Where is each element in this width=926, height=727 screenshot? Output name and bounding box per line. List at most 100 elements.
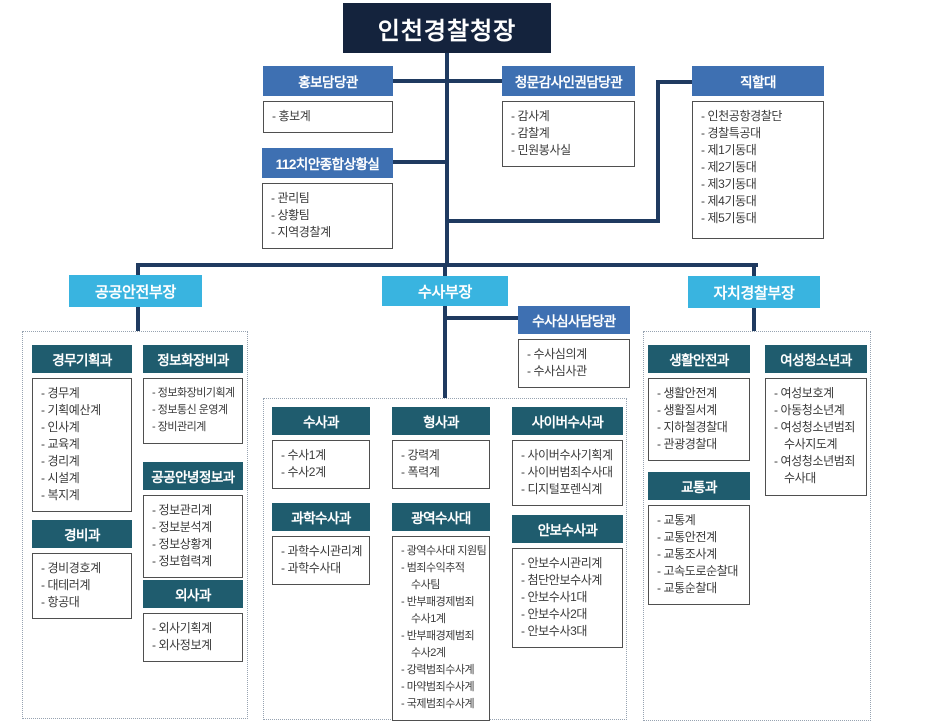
org-item: - 수사2계 bbox=[281, 465, 326, 479]
dept-admin-planning-items: - 경무계- 기획예산계- 인사계- 교육계- 경리계- 시설계- 복지계 bbox=[32, 378, 132, 512]
org-item: - 지역경찰계 bbox=[271, 225, 331, 239]
dept-ict-equipment-title: 정보화장비과 bbox=[143, 345, 243, 373]
org-item: - 시설계 bbox=[41, 471, 80, 485]
office-audit-title: 청문감사인권담당관 bbox=[502, 66, 635, 96]
connector-line bbox=[752, 308, 756, 331]
connector-line bbox=[445, 53, 449, 267]
office-direct-units-items: - 인천공항경찰단- 경찰특공대- 제1기동대- 제2기동대- 제3기동대- 제… bbox=[692, 101, 824, 239]
dept-public-order-intel: 공공안녕정보과 - 정보관리계- 정보분석계- 정보상황계- 정보협력계 bbox=[143, 462, 243, 578]
office-direct-units-title: 직할대 bbox=[692, 66, 824, 96]
org-item: - 관광경찰대 bbox=[657, 437, 717, 451]
org-item: - 교육계 bbox=[41, 437, 80, 451]
org-item: - 고속도로순찰대 bbox=[657, 564, 739, 578]
org-item: - 디지털포렌식계 bbox=[521, 482, 603, 496]
org-item: - 여성청소년범죄 수사대 bbox=[774, 454, 856, 485]
org-item: - 수사심사관 bbox=[527, 364, 587, 378]
org-item: - 광역수사대 지원팀 bbox=[401, 545, 487, 557]
dept-life-safety-title: 생활안전과 bbox=[648, 345, 750, 373]
org-item: - 관리팀 bbox=[271, 191, 310, 205]
connector-line bbox=[445, 219, 660, 223]
connector-line bbox=[443, 263, 447, 276]
connector-line bbox=[393, 79, 445, 83]
connector-line bbox=[136, 263, 140, 275]
dept-criminal-affairs-title: 형사과 bbox=[392, 407, 490, 435]
dept-investigation-title: 수사과 bbox=[272, 407, 370, 435]
org-item: - 정보화장비기획계 bbox=[152, 387, 235, 399]
org-item: - 경찰특공대 bbox=[701, 126, 761, 140]
office-112-control-center: 112치안종합상황실 - 관리팀- 상황팀- 지역경찰계 bbox=[262, 148, 393, 249]
box-police-chief: 인천경찰청장 bbox=[343, 3, 551, 53]
connector-line bbox=[660, 80, 692, 84]
org-item: - 범죄수익추적 수사팀 bbox=[401, 562, 465, 591]
org-item: - 감사계 bbox=[511, 109, 550, 123]
office-112-title: 112치안종합상황실 bbox=[262, 148, 393, 178]
dept-metro-investigation-unit: 광역수사대 - 광역수사대 지원팀- 범죄수익추적 수사팀- 반부패경제범죄 수… bbox=[392, 503, 490, 721]
dept-traffic-title: 교통과 bbox=[648, 472, 750, 500]
connector-line bbox=[136, 307, 140, 331]
org-item: - 강력범죄수사계 bbox=[401, 664, 475, 676]
office-audit-hr: 청문감사인권담당관 - 감사계- 감찰계- 민원봉사실 bbox=[502, 66, 635, 167]
dept-security-investigation-items: - 안보수시관리계- 첨단안보수사계- 안보수사1대- 안보수사2대- 안보수사… bbox=[512, 548, 623, 648]
org-item: - 생활안전계 bbox=[657, 386, 717, 400]
org-item: - 정보협력계 bbox=[152, 554, 212, 568]
bureau-investigation: 수사부장 bbox=[382, 276, 508, 306]
office-pr: 홍보담당관 - 홍보계 bbox=[263, 66, 393, 133]
org-item: - 정보관리계 bbox=[152, 503, 212, 517]
org-item: - 항공대 bbox=[41, 595, 80, 609]
org-item: - 홍보계 bbox=[272, 109, 311, 123]
org-item: - 강력계 bbox=[401, 448, 440, 462]
dept-cyber-investigation: 사이버수사과 - 사이버수사기획계 - 사이버범죄수사대 - 디지털포렌식계 bbox=[512, 407, 623, 506]
org-item: - 복지계 bbox=[41, 488, 80, 502]
org-item: - 첨단안보수사계 bbox=[521, 573, 603, 587]
dept-foreign-affairs: 외사과 - 외사기획계- 외사정보계 bbox=[143, 580, 243, 662]
office-investigation-review-title: 수사심사담당관 bbox=[518, 306, 630, 334]
dept-security-investigation: 안보수사과 - 안보수시관리계- 첨단안보수사계- 안보수사1대- 안보수사2대… bbox=[512, 515, 623, 648]
office-pr-items: - 홍보계 bbox=[263, 101, 393, 133]
bureau-autonomous-police: 자치경찰부장 bbox=[688, 276, 820, 308]
dept-criminal-affairs: 형사과 - 강력계- 폭력계 bbox=[392, 407, 490, 489]
org-item: - 사이버수사기획계 bbox=[521, 448, 613, 462]
dept-security-guard-title: 경비과 bbox=[32, 520, 132, 548]
dept-security-guard-items: - 경비경호계- 대테러계- 항공대 bbox=[32, 553, 132, 619]
org-item: - 교통안전계 bbox=[657, 530, 717, 544]
org-item: - 인천공항경찰단 bbox=[701, 109, 783, 123]
org-item: - 감찰계 bbox=[511, 126, 550, 140]
dept-ict-equipment-items: - 정보화장비기획계- 정보통신 운영계- 장비관리계 bbox=[143, 378, 243, 444]
org-item: - 과학수사대 bbox=[281, 561, 341, 575]
org-item: - 제5기동대 bbox=[701, 211, 757, 225]
org-item: - 지하철경찰대 bbox=[657, 420, 728, 434]
org-item: - 반부패경제범죄 수사2계 bbox=[401, 630, 475, 659]
org-item: - 정보통신 운영계 bbox=[152, 404, 228, 416]
dept-cyber-investigation-title: 사이버수사과 bbox=[512, 407, 623, 435]
org-item: - 제1기동대 bbox=[701, 143, 757, 157]
connector-line bbox=[656, 80, 660, 223]
org-item: - 외사기획계 bbox=[152, 621, 212, 635]
org-item: - 안보수사3대 bbox=[521, 624, 588, 638]
org-item: - 반부패경제범죄 수사1계 bbox=[401, 596, 475, 625]
dept-public-order-intel-title: 공공안녕정보과 bbox=[143, 462, 243, 490]
org-item: - 교통조사계 bbox=[657, 547, 717, 561]
dept-public-order-intel-items: - 정보관리계- 정보분석계- 정보상황계- 정보협력계 bbox=[143, 495, 243, 578]
connector-line bbox=[752, 263, 756, 276]
org-item: - 사이버범죄수사대 bbox=[521, 465, 613, 479]
org-item: - 아동청소년계 bbox=[774, 403, 845, 417]
org-item: - 경무계 bbox=[41, 386, 80, 400]
office-investigation-review-items: - 수사심의계 - 수사심사관 bbox=[518, 339, 630, 388]
dept-cyber-investigation-items: - 사이버수사기획계 - 사이버범죄수사대 - 디지털포렌식계 bbox=[512, 440, 623, 506]
group-autonomous-police bbox=[643, 331, 871, 721]
dept-forensic-science: 과학수사과 - 과학수시관리계- 과학수사대 bbox=[272, 503, 370, 585]
org-item: - 경리계 bbox=[41, 454, 80, 468]
dept-women-juvenile-title: 여성청소년과 bbox=[765, 345, 867, 373]
dept-admin-planning: 경무기획과 - 경무계- 기획예산계- 인사계- 교육계- 경리계- 시설계- … bbox=[32, 345, 132, 512]
bureau-public-safety: 공공안전부장 bbox=[69, 275, 202, 307]
group-public-safety bbox=[22, 331, 248, 719]
dept-foreign-affairs-title: 외사과 bbox=[143, 580, 243, 608]
dept-criminal-affairs-items: - 강력계- 폭력계 bbox=[392, 440, 490, 489]
org-item: - 과학수시관리계 bbox=[281, 544, 363, 558]
office-audit-items: - 감사계- 감찰계- 민원봉사실 bbox=[502, 101, 635, 167]
org-item: - 국제범죄수사계 bbox=[401, 698, 475, 710]
org-item: - 수사심의계 bbox=[527, 347, 587, 361]
org-item: - 여성청소년범죄 수사지도계 bbox=[774, 420, 856, 451]
office-112-items: - 관리팀- 상황팀- 지역경찰계 bbox=[262, 183, 393, 249]
